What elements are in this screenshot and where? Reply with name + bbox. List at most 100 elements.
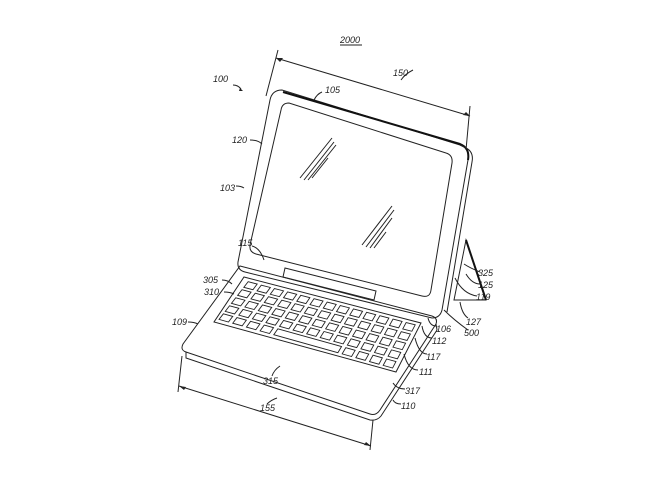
leader-lines [187,69,481,405]
keyboard-key [243,281,258,291]
glare-marks [299,137,395,249]
keyboard-key [360,342,375,352]
label-112: 112 [432,336,446,346]
dim-extension-left [265,49,279,97]
hinge [282,267,377,301]
label-500: 500 [464,328,479,338]
label-103: 103 [220,183,235,193]
keyboard-key [349,308,364,318]
keyboard-key [265,316,281,326]
label-105: 105 [325,85,341,95]
keyboard-key [341,347,356,358]
spacebar-key [273,328,343,354]
label-117: 117 [426,352,441,362]
dim-line-155 [178,385,372,447]
figure-number: 2000 [339,35,360,45]
keyboard-key [373,345,388,356]
keyboard-key [224,305,240,315]
key-area [213,276,422,373]
keyboard-key [319,330,335,341]
label-111: 111 [419,367,433,377]
keyboard-key [387,349,402,360]
label-110: 110 [401,401,415,411]
keyboard-base-side [185,323,438,421]
keyboard-key [292,323,308,334]
keyboard-key [346,338,361,349]
keyboard-key [284,311,300,321]
screen-top-edge [282,91,470,161]
keyboard-key [218,313,234,323]
screen-housing [237,89,469,319]
keyboard-key [251,312,267,322]
keyboard-key [298,315,313,325]
keyboard-key [324,322,340,332]
keyboard-key [330,313,345,324]
keyboard-key [230,297,246,307]
keyboard-key [309,298,324,308]
keyboard-key [383,327,398,338]
dim-line-150 [275,57,471,117]
keyboard-key [317,310,332,320]
keyboard-key [375,315,390,325]
label-119: 119 [476,292,490,302]
keyboard-key [296,294,311,305]
keyboard-key [303,306,319,317]
label-150: 150 [393,68,408,78]
keyboard-key [282,291,298,301]
device-arrowhead [239,88,243,91]
keyboard-key [290,303,305,313]
keyboard-base [181,265,437,415]
keyboard-key [397,331,412,341]
keyboard-key [402,321,416,332]
label-317: 317 [405,386,421,396]
keyboard-key [231,317,248,327]
keyboard-key [338,325,353,336]
keyboard-key [362,311,377,322]
label-310: 310 [204,287,219,297]
keyboard-key [351,329,367,340]
keyboard-key [392,340,407,351]
label-115: 115 [238,238,253,248]
keyboard-key [271,307,286,318]
keyboard-key [278,319,294,330]
keyboard-key [276,299,292,309]
keyboard-key [245,320,261,331]
label-127: 127 [466,317,482,327]
keyboard-key [388,318,403,329]
keyboard-key [250,292,266,302]
keyboard-key [335,305,351,315]
label-325: 325 [478,268,494,278]
keyboard-key [355,350,370,361]
keyboard-keys [218,281,416,369]
keyboard-key [257,304,273,314]
keyboard-key [368,354,384,365]
keyboard-key [333,334,348,345]
label-100: 100 [213,74,228,84]
keyboard-key [322,301,337,312]
keyboard-key [259,324,275,335]
label-109: 109 [172,317,187,327]
label-155: 155 [260,403,276,413]
keyboard-key [263,296,279,306]
keyboard-key [357,320,372,331]
keyboard-key [238,308,254,319]
label-305: 305 [203,275,219,285]
keyboard-key [269,288,285,298]
label-120: 120 [232,135,247,145]
screen-back-edge [446,144,473,313]
keyboard-key [370,324,385,334]
keyboard-key [256,284,272,294]
keyboard-key [378,336,393,347]
keyboard-key [382,358,397,369]
label-315: 315 [263,376,279,386]
label-106: 106 [436,324,451,334]
keyboard-key [236,289,252,299]
keyboard-key [305,327,321,337]
keyboard-key [244,300,260,311]
keyboard-key [343,317,358,327]
keyboard-key [365,333,380,343]
dim-extension-155-right [369,419,374,451]
dim-extension-155-left [177,355,183,393]
label-125: 125 [478,280,494,290]
